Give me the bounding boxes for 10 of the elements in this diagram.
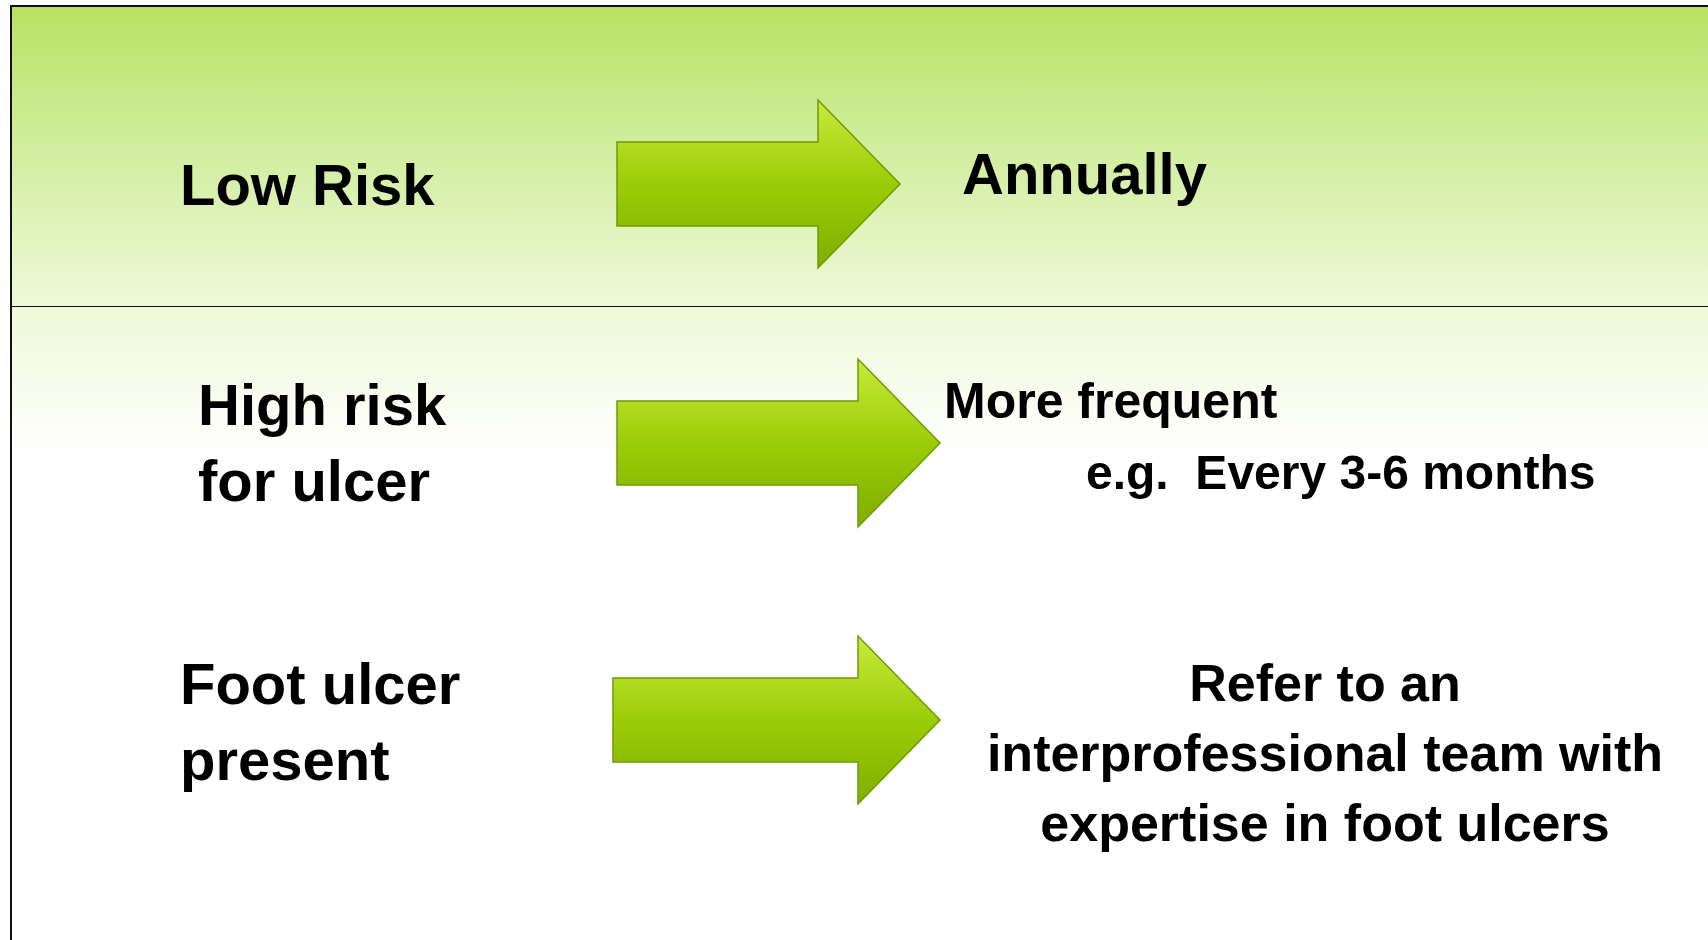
row-text: Foot ulcer present: [180, 650, 462, 794]
row-text: Low Risk: [180, 151, 435, 219]
row-text: e.g. Every 3-6 months: [1086, 445, 1596, 501]
row-text: Refer to an interprofessional team with expertise in foot ulcers: [985, 653, 1665, 854]
block-arrow: [612, 634, 942, 806]
block-arrow: [616, 98, 902, 270]
row-text: Annually: [962, 140, 1207, 208]
row-text: High risk for ulcer: [198, 371, 448, 515]
block-arrow: [616, 357, 942, 529]
row-text: More frequent: [944, 372, 1278, 431]
